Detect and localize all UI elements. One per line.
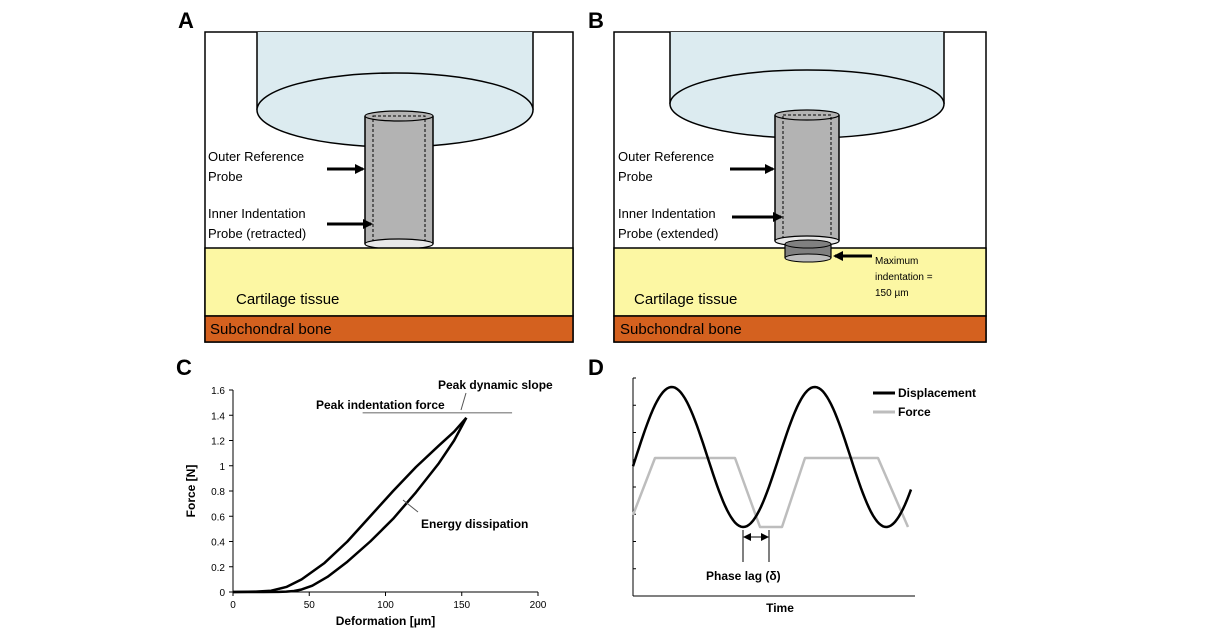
outer-reference-probe xyxy=(364,110,434,250)
x-axis-label: Deformation [µm] xyxy=(336,614,436,628)
inner-indentation-tip xyxy=(784,239,832,263)
outer-probe-label-line2: Probe xyxy=(618,169,653,184)
bone-layer xyxy=(204,315,574,343)
unloading-curve xyxy=(233,417,468,594)
max-indentation-label-line2: indentation = xyxy=(875,272,933,283)
y-tick-label: 0.2 xyxy=(211,563,225,574)
panel-b: B Cartilage tissue Subchondral bone xyxy=(588,8,987,343)
x-tick-label: 100 xyxy=(377,600,394,611)
y-tick-label: 0.4 xyxy=(211,538,225,549)
x-tick-label: 50 xyxy=(304,600,316,611)
y-tick-label: 1.6 xyxy=(211,386,225,397)
indenter-head xyxy=(669,32,945,139)
displacement-wave xyxy=(631,385,913,529)
annot-peak-dynamic-slope: Peak dynamic slope xyxy=(438,378,553,392)
bone-label: Subchondral bone xyxy=(620,321,742,338)
annot-energy-leader xyxy=(402,499,419,513)
panel-b-letter: B xyxy=(588,8,604,33)
inner-probe-label-line1: Inner Indentation xyxy=(618,206,716,221)
max-indentation-label-line3: 150 µm xyxy=(875,288,909,299)
cartilage-label: Cartilage tissue xyxy=(236,291,339,308)
legend-label: Force xyxy=(898,405,931,419)
y-tick-label: 0.6 xyxy=(211,512,225,523)
cartilage-label: Cartilage tissue xyxy=(634,291,737,308)
panel-c-letter: C xyxy=(176,355,192,380)
outer-probe-label-line2: Probe xyxy=(208,169,243,184)
panel-c: C 0 50 100 150 200 0 0.2 0.4 0.6 0.8 1 1.2 1.4 1.6Def… xyxy=(176,355,553,628)
outer-probe-label-line1: Outer Reference xyxy=(618,149,714,164)
y-tick-label: 0 xyxy=(219,588,225,599)
phase-lag-label: Phase lag (δ) xyxy=(706,569,781,583)
y-tick-label: 1.2 xyxy=(211,437,225,448)
loading-curve xyxy=(232,416,468,594)
panel-a: A Cartilage tissue Subchondral bone Oute… xyxy=(178,8,574,343)
force-wave xyxy=(631,456,910,529)
bone-layer xyxy=(613,315,987,343)
y-tick-label: 1 xyxy=(219,462,225,473)
y-tick-label: 0.8 xyxy=(211,487,225,498)
y-axis-label: Force [N] xyxy=(184,465,198,518)
indenter-head xyxy=(256,32,534,148)
cartilage-layer xyxy=(204,247,574,317)
annot-peak-dynamic-slope-leader xyxy=(460,392,467,411)
inner-probe-label-line1: Inner Indentation xyxy=(208,206,306,221)
inner-probe-label-line2: Probe (extended) xyxy=(618,226,718,241)
legend-label: Displacement xyxy=(898,386,976,400)
outer-reference-probe xyxy=(774,109,840,247)
panel-a-letter: A xyxy=(178,8,194,33)
x-tick-label: 0 xyxy=(230,600,236,611)
y-tick-label: 1.4 xyxy=(211,411,225,422)
outer-probe-label-line1: Outer Reference xyxy=(208,149,304,164)
chart-c: 0 50 100 150 200 0 0.2 0.4 0.6 0.8 1 1.2 1.4 1.6Defor… xyxy=(184,386,547,628)
inner-probe-label-line2: Probe (retracted) xyxy=(208,226,306,241)
x-axis-label: Time xyxy=(766,601,794,615)
annot-peak-indentation-force: Peak indentation force xyxy=(316,398,445,412)
x-tick-label: 200 xyxy=(530,600,547,611)
annot-energy-dissipation: Energy dissipation xyxy=(421,517,528,531)
max-indentation-label-line1: Maximum xyxy=(875,256,918,267)
panel-d-letter: D xyxy=(588,355,604,380)
bone-label: Subchondral bone xyxy=(210,321,332,338)
x-tick-label: 150 xyxy=(453,600,470,611)
